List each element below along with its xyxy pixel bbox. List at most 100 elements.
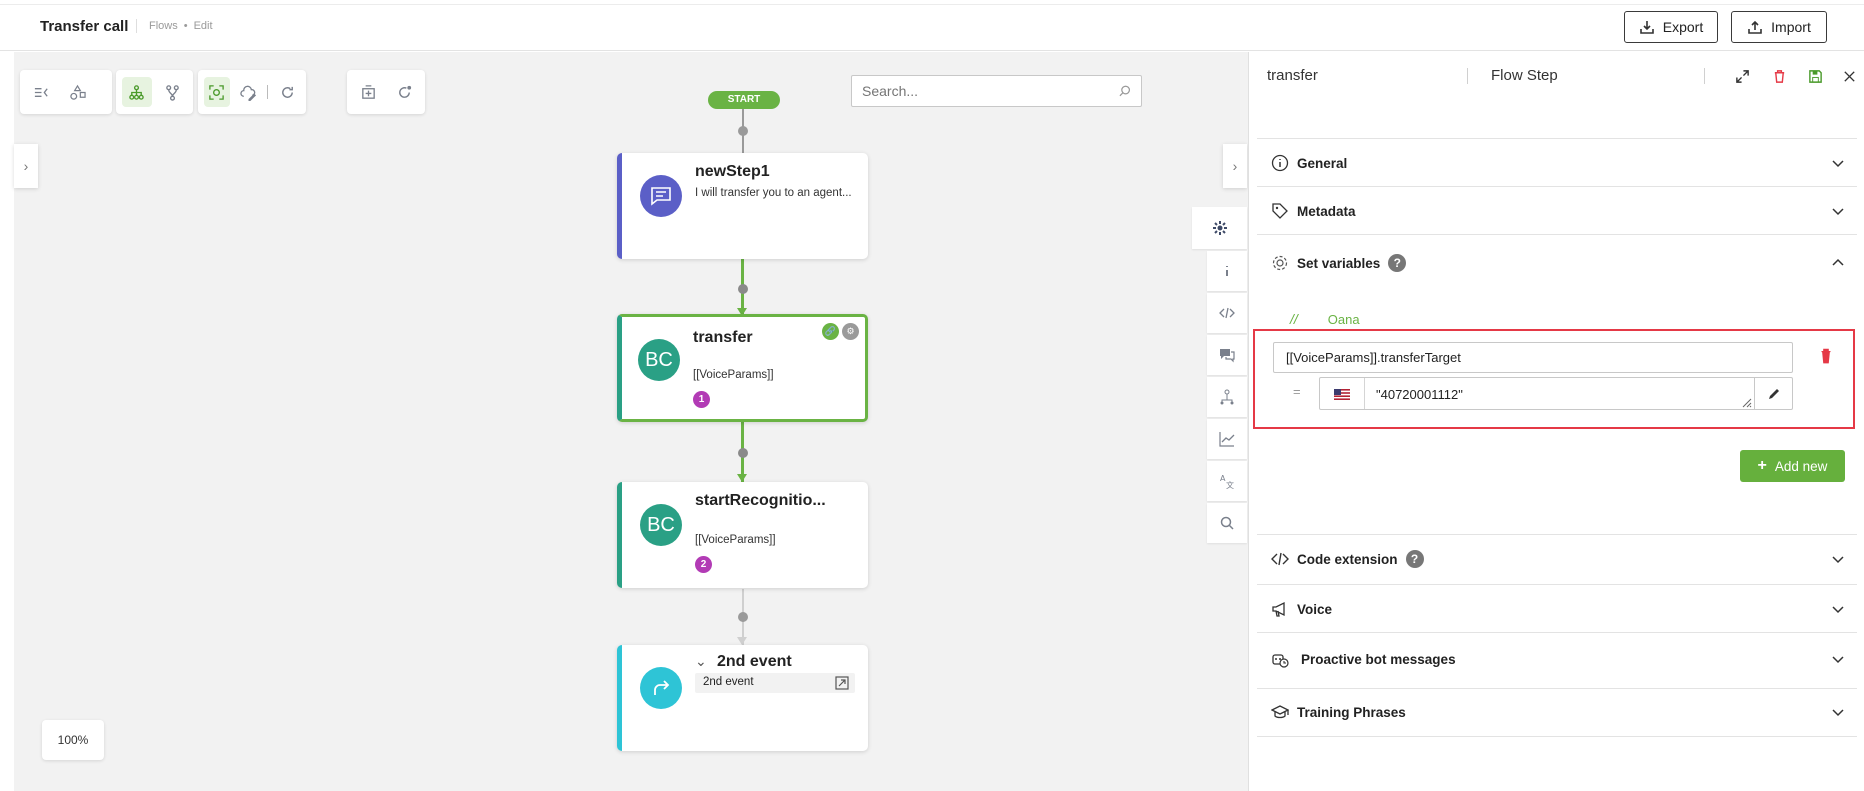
section-code-extension[interactable]: Code extension ?	[1257, 536, 1857, 582]
flow-node-startrecognition[interactable]: BC startRecognitio... [[VoiceParams]] 2	[617, 482, 868, 588]
branch-icon	[165, 84, 179, 101]
import-icon	[1748, 20, 1762, 34]
tree-layout-tool[interactable]	[122, 77, 152, 107]
analytics-tab[interactable]	[1207, 419, 1247, 459]
trash-icon[interactable]	[1817, 347, 1835, 365]
node-title: transfer	[693, 329, 753, 346]
plus-icon: +	[1757, 457, 1767, 474]
export-button[interactable]: Export	[1624, 11, 1718, 43]
variable-value[interactable]: "40720001112"	[1376, 387, 1463, 402]
graduation-cap-icon	[1269, 701, 1291, 723]
comment-marker: //	[1290, 311, 1298, 327]
export-icon	[1639, 21, 1654, 34]
settings-tab[interactable]	[1192, 207, 1247, 249]
redirect-icon	[640, 667, 682, 709]
search-icon	[1220, 516, 1234, 530]
search-icon[interactable]	[1118, 84, 1131, 98]
info-circle-icon	[1269, 152, 1291, 174]
pencil-icon	[1769, 388, 1779, 399]
section-metadata[interactable]: Metadata	[1257, 188, 1857, 234]
help-icon[interactable]: ?	[1405, 550, 1424, 568]
expand-icon[interactable]	[1732, 66, 1752, 86]
header-divider	[1704, 68, 1705, 84]
expand-left-panel-button[interactable]: ›	[14, 144, 38, 188]
zoom-level[interactable]: 100%	[42, 720, 104, 760]
variable-name-field[interactable]: [[VoiceParams]].transferTarget	[1273, 342, 1793, 373]
info-tab[interactable]	[1207, 251, 1247, 291]
close-icon[interactable]	[1839, 66, 1859, 86]
messages-tab[interactable]	[1207, 335, 1247, 375]
start-node[interactable]: START	[708, 91, 780, 109]
step-type: Flow Step	[1491, 67, 1558, 84]
search-input[interactable]	[862, 83, 1118, 99]
chevron-up-icon	[1832, 258, 1844, 266]
refresh-tool[interactable]	[274, 77, 300, 107]
section-training-phrases[interactable]: Training Phrases	[1257, 689, 1857, 735]
step-name[interactable]: transfer	[1267, 67, 1318, 84]
focus-tool[interactable]	[204, 77, 230, 107]
expand-right-toolbar-button[interactable]: ›	[1223, 144, 1247, 188]
connector-arrowhead	[737, 474, 747, 482]
canvas-search[interactable]	[851, 75, 1142, 107]
section-label: General	[1297, 155, 1348, 171]
chevron-down-icon	[1832, 709, 1844, 717]
toolbar-group-insert	[347, 70, 425, 114]
info-icon	[1226, 266, 1228, 276]
divider	[1257, 234, 1857, 235]
gear-icon	[1212, 221, 1227, 235]
section-general[interactable]: General	[1257, 140, 1857, 186]
toolbar-group-actions	[198, 70, 306, 114]
toolbar-group-layout	[116, 70, 193, 114]
us-flag-icon[interactable]	[1334, 389, 1350, 400]
add-new-variable-button[interactable]: + Add new	[1740, 450, 1845, 482]
trash-icon[interactable]	[1769, 66, 1789, 86]
chevron-down-icon[interactable]: ⌄	[695, 653, 707, 669]
flow-node-2nd-event[interactable]: 2nd event ⌄ 2nd event	[617, 645, 868, 751]
breadcrumb: Flows • Edit	[136, 19, 213, 33]
header-divider	[1467, 68, 1468, 84]
branch-layout-tool[interactable]	[158, 77, 188, 107]
save-icon[interactable]	[1805, 66, 1825, 86]
variable-assignment-highlight	[1253, 329, 1855, 429]
section-label: Code extension	[1297, 551, 1398, 567]
chevron-right-icon: ›	[1232, 158, 1238, 174]
help-icon[interactable]: ?	[1388, 254, 1407, 272]
chevron-down-icon	[1832, 208, 1844, 216]
collapse-list-tool[interactable]	[26, 77, 56, 107]
node-status-icons: 🔗 ⚙	[822, 323, 859, 340]
breadcrumb-flows[interactable]: Flows	[149, 20, 178, 32]
flow-node-newstep1[interactable]: newStep1 I will transfer you to an agent…	[617, 153, 868, 259]
code-tab[interactable]	[1207, 293, 1247, 333]
training-tab[interactable]	[1207, 377, 1247, 417]
shapes-tool[interactable]	[62, 77, 92, 107]
node-title: startRecognitio...	[695, 492, 826, 509]
open-external-icon[interactable]	[835, 676, 849, 690]
page-title: Transfer call	[40, 18, 129, 35]
section-set-variables[interactable]: Set variables ?	[1257, 238, 1857, 288]
edit-value-button[interactable]	[1754, 378, 1793, 409]
link-icon[interactable]: 🔗	[822, 323, 839, 340]
cloud-edit-icon	[240, 85, 257, 101]
section-voice[interactable]: Voice	[1257, 586, 1857, 632]
toolbar-group-view	[20, 70, 112, 114]
add-event-tool[interactable]	[389, 77, 419, 107]
svg-text:文: 文	[1226, 480, 1234, 489]
code-icon	[1269, 548, 1291, 570]
variable-value-field[interactable]: "40720001112"	[1319, 377, 1793, 410]
settings-icon[interactable]: ⚙	[842, 323, 859, 340]
cloud-edit-tool[interactable]	[236, 77, 262, 107]
node-title: newStep1	[695, 163, 770, 180]
add-event-icon	[398, 85, 411, 98]
chevron-down-icon	[1832, 556, 1844, 564]
equals-sign: =	[1293, 384, 1301, 399]
megaphone-icon	[1269, 598, 1291, 620]
resize-grip-icon[interactable]	[1740, 396, 1752, 408]
search-tab[interactable]	[1207, 503, 1247, 543]
flow-node-transfer[interactable]: BC transfer [[VoiceParams]] 1 🔗 ⚙	[617, 314, 868, 422]
import-button[interactable]: Import	[1731, 11, 1827, 43]
variable-comment[interactable]: // Oana	[1290, 311, 1360, 327]
divider	[1257, 688, 1857, 689]
section-proactive-bot-messages[interactable]: Proactive bot messages	[1257, 636, 1857, 682]
add-step-tool[interactable]	[353, 77, 383, 107]
